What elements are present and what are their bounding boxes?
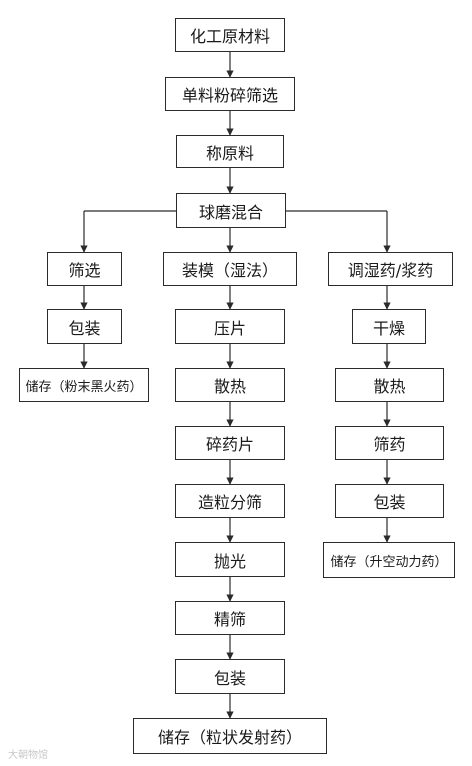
watermark: 大朝物馆: [8, 750, 48, 761]
node-left-sieve: 筛选: [47, 252, 122, 286]
node-mid-store: 储存（粒状发射药）: [133, 718, 327, 754]
node-mid-polish: 抛光: [175, 542, 285, 577]
node-right-sieve: 筛药: [335, 426, 444, 460]
node-right-pack: 包装: [335, 484, 444, 518]
node-mid-granulate: 造粒分筛: [175, 484, 285, 518]
node-right-slurry: 调湿药/浆药: [328, 252, 453, 286]
node-mid-pack: 包装: [175, 659, 285, 694]
node-mid-press: 压片: [175, 309, 285, 344]
node-left-pack: 包装: [47, 309, 122, 344]
node-mid-fine-sieve: 精筛: [175, 601, 285, 635]
node-mid-heat: 散热: [175, 368, 285, 402]
node-weigh: 称原料: [176, 135, 284, 168]
node-crush-sieve: 单料粉碎筛选: [165, 77, 295, 111]
node-left-store: 储存（粉末黑火药）: [19, 368, 149, 402]
node-right-heat: 散热: [335, 368, 444, 402]
node-ball-mill: 球磨混合: [176, 193, 286, 228]
node-mid-mold: 装模（湿法）: [163, 252, 297, 286]
node-right-store: 储存（升空动力药）: [323, 542, 455, 578]
node-raw-materials: 化工原材料: [175, 18, 285, 52]
node-right-dry: 干燥: [352, 309, 426, 344]
node-mid-break: 碎药片: [175, 426, 285, 460]
